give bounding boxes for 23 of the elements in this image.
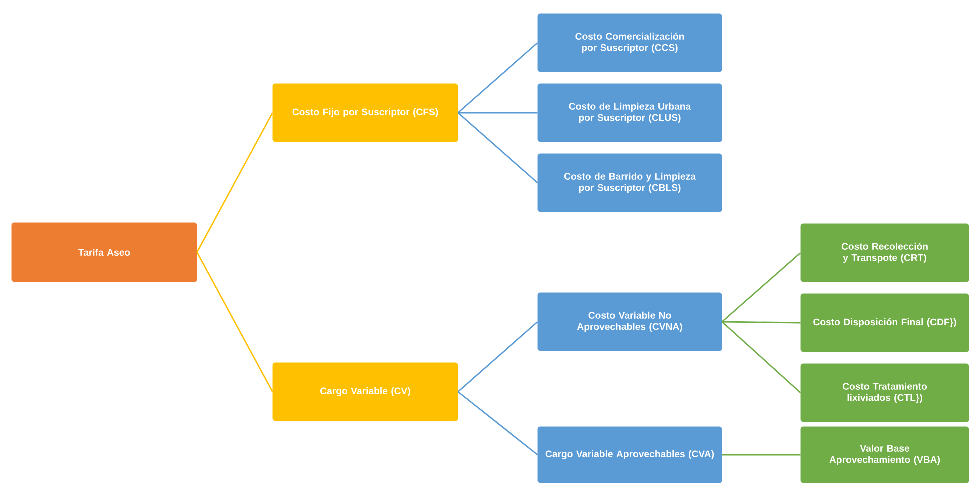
connector-line [458,391,538,456]
component-box: Valor Base Aprovechamiento (VBA) [800,426,970,484]
category-box: Costo Fijo por Suscriptor (CFS) [272,84,458,142]
connector-line [722,252,802,323]
category-box: Cargo Variable (CV) [272,362,458,422]
connector-line [458,112,538,114]
cost-box: Costo de Barrido y Limpieza por Suscriptor (CBLS) [538,154,722,212]
component-box: Costo Tratamiento lixiviados (CTL}) [800,364,970,422]
cost-box: Costo Comercialización por Suscriptor (CCS) [538,14,722,72]
connector-line [722,454,801,456]
connector-line [458,42,538,114]
connector-line [196,252,274,392]
cost-box: Cargo Variable Aprovechables (CVA) [538,426,722,484]
connector-line [722,321,801,324]
connector-line [196,112,274,253]
component-box: Costo Disposición Final (CDF}) [800,294,970,352]
connector-line [722,321,802,394]
cost-box: Costo Variable No Aprovechables (CVNA) [538,292,722,352]
root-box: Tarifa Aseo [12,222,198,282]
cost-box: Costo de Limpieza Urbana por Suscriptor (CLUS) [538,84,722,142]
connector-line [458,321,538,393]
component-box: Costo Recolección y Transpote (CRT) [800,224,970,282]
connector-line [458,112,538,184]
